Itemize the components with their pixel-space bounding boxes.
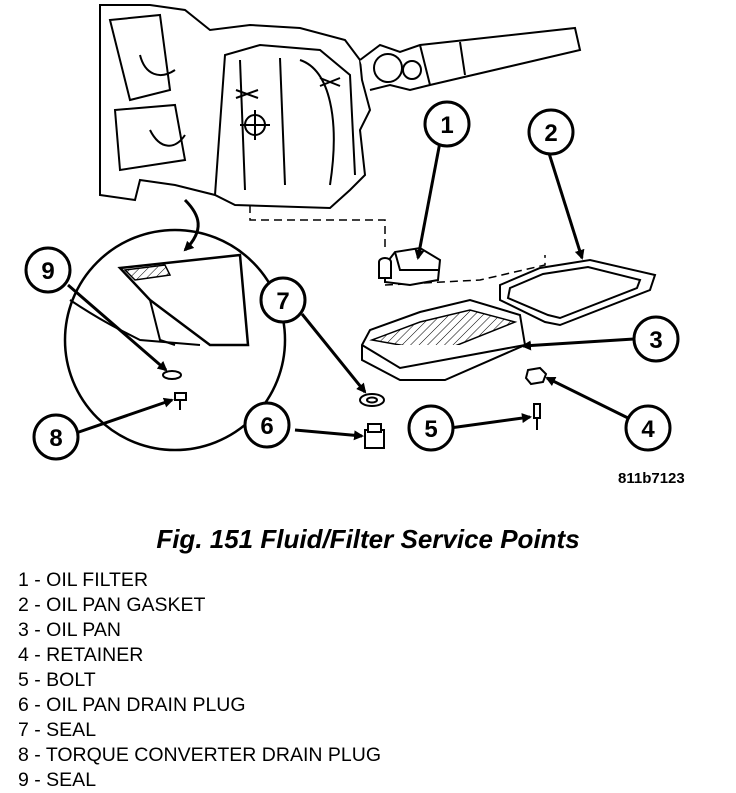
small-parts-drawing [359, 366, 548, 449]
legend-item: 4 - RETAINER [18, 644, 144, 666]
callout-4: 4 [624, 404, 672, 452]
legend-item: 6 - OIL PAN DRAIN PLUG [18, 694, 246, 716]
svg-text:6: 6 [260, 413, 273, 440]
svg-text:4: 4 [641, 416, 655, 443]
svg-text:7: 7 [276, 288, 289, 315]
legend-item: 1 - OIL FILTER [18, 569, 149, 591]
parts-legend: 1 - OIL FILTER 2 - OIL PAN GASKET 3 - OI… [18, 568, 381, 793]
legend-item: 5 - BOLT [18, 669, 96, 691]
callouts: 1 2 3 4 5 6 7 8 9 [24, 100, 680, 461]
svg-text:1: 1 [440, 112, 453, 139]
svg-text:2: 2 [544, 120, 557, 147]
callout-7: 7 [259, 276, 307, 324]
callout-1: 1 [423, 100, 471, 148]
figure-caption: Fig. 151 Fluid/Filter Service Points [156, 524, 580, 554]
legend-item: 8 - TORQUE CONVERTER DRAIN PLUG [18, 744, 381, 766]
callout-9: 9 [24, 246, 72, 294]
callout-2: 2 [527, 108, 575, 156]
svg-text:9: 9 [41, 258, 54, 285]
callout-6: 6 [243, 401, 291, 449]
oil-filter-drawing [378, 246, 442, 287]
leader-arrows [67, 141, 635, 441]
legend-item: 7 - SEAL [18, 719, 97, 741]
legend-item: 9 - SEAL [18, 769, 97, 791]
oil-pan-gasket-drawing [499, 258, 657, 327]
zoom-arrow [183, 198, 200, 252]
figure-part-code: 811b7123 [618, 470, 685, 487]
callout-5: 5 [407, 404, 455, 452]
svg-text:8: 8 [49, 425, 62, 452]
oil-pan-drawing [361, 298, 527, 381]
svg-text:5: 5 [424, 416, 437, 443]
callout-8: 8 [32, 413, 80, 461]
legend-item: 2 - OIL PAN GASKET [18, 594, 206, 616]
svg-text:3: 3 [649, 327, 662, 354]
detail-magnifier [63, 228, 287, 452]
service-points-diagram: 1 2 3 4 5 6 7 8 9 [24, 4, 680, 461]
transmission-housing [99, 4, 582, 286]
callout-3: 3 [632, 315, 680, 363]
legend-item: 3 - OIL PAN [18, 619, 121, 641]
